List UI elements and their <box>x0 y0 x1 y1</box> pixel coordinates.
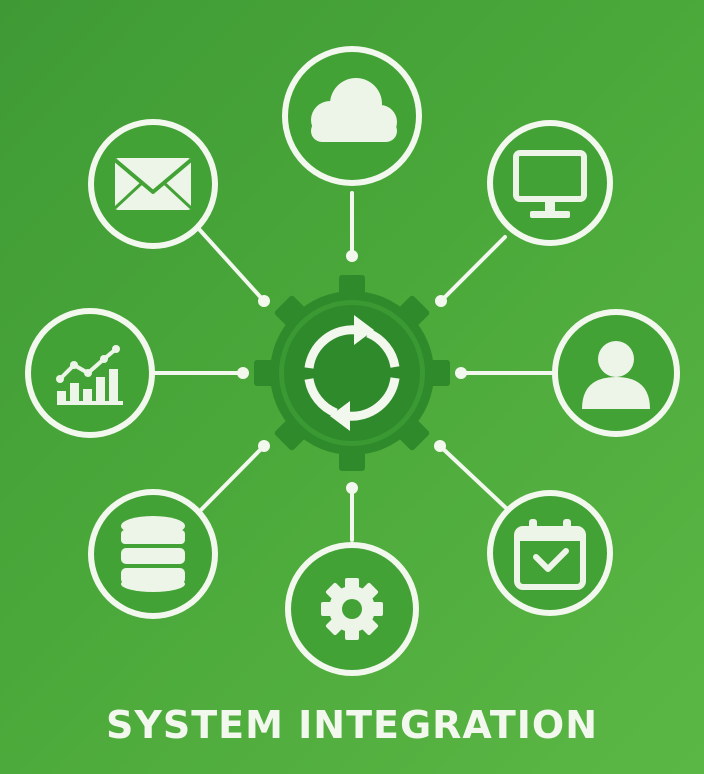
node-analytics <box>25 308 155 438</box>
bar-chart-icon <box>56 345 123 405</box>
node-calendar <box>487 490 613 616</box>
cloud-icon <box>311 78 397 142</box>
connector-monitor <box>435 235 507 307</box>
calendar-check-icon <box>514 519 586 590</box>
connector-database <box>194 440 270 517</box>
monitor-icon <box>513 150 587 218</box>
connector-cloud <box>346 191 358 262</box>
node-monitor <box>487 120 613 246</box>
node-cloud <box>282 46 422 186</box>
connector-mail <box>196 226 270 307</box>
connector-analytics <box>153 367 249 379</box>
node-mail <box>88 119 218 249</box>
node-database <box>88 489 218 619</box>
database-icon <box>121 516 185 592</box>
hub-gear <box>254 275 450 471</box>
connector-calendar <box>434 440 508 510</box>
node-settings <box>285 542 419 676</box>
mail-icon <box>113 158 193 210</box>
diagram-title: SYSTEM INTEGRATION <box>105 703 599 747</box>
connector-user <box>455 367 558 379</box>
node-user <box>552 309 680 437</box>
sync-icon <box>304 325 400 421</box>
user-icon <box>582 341 650 409</box>
connector-settings <box>346 482 358 542</box>
